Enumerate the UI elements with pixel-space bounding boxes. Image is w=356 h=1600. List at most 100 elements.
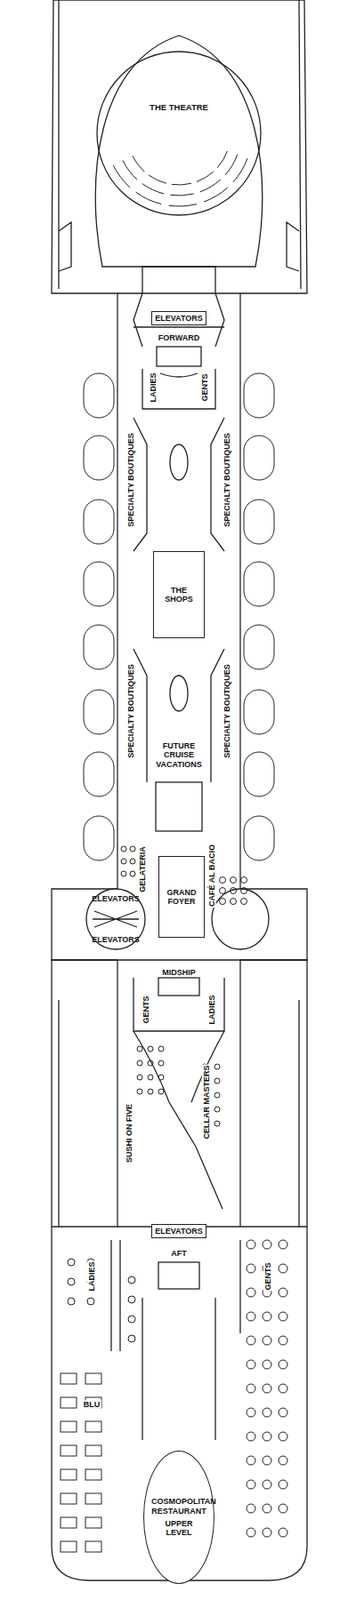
deck-detail xyxy=(246,1433,256,1443)
deck-detail xyxy=(60,1543,77,1554)
deck-detail xyxy=(230,889,237,896)
area-label: CAFÉ AL BACIO xyxy=(207,844,217,909)
area-label: GELATERIA xyxy=(137,846,147,894)
foyer-box: GRAND FOYER xyxy=(158,857,205,939)
deck-detail xyxy=(278,1361,288,1371)
elevator-box: ELEVATORS xyxy=(151,1225,207,1240)
deck-detail xyxy=(67,1299,75,1307)
deck-detail xyxy=(169,194,195,196)
deck-detail xyxy=(137,1076,143,1082)
deck-detail xyxy=(60,1519,77,1530)
deck-detail xyxy=(137,1090,143,1096)
deck-detail xyxy=(214,1122,220,1128)
deck-detail xyxy=(203,187,228,203)
deck-detail xyxy=(278,1409,288,1419)
deck-detail xyxy=(87,1299,95,1307)
deck-detail xyxy=(230,899,237,907)
deck-detail xyxy=(243,817,275,862)
deck-detail xyxy=(147,1076,154,1082)
deck-detail xyxy=(83,562,114,607)
deck-detail xyxy=(83,373,114,419)
deck-detail xyxy=(241,899,248,907)
deck-detail xyxy=(262,1529,272,1539)
deck-detail xyxy=(142,184,164,195)
deck-detail xyxy=(200,179,221,193)
area-label: FUTURE CRUISE VACATIONS xyxy=(149,742,209,770)
deck-detail xyxy=(246,1337,256,1347)
deck-detail xyxy=(278,1433,288,1443)
deck-detail xyxy=(147,1090,154,1096)
area-label: LADIES xyxy=(148,372,158,404)
deck-detail xyxy=(129,859,136,866)
deck-detail xyxy=(219,889,227,896)
area-name: THE SHOPS xyxy=(159,586,199,606)
deck-detail xyxy=(85,1543,102,1554)
deck-detail xyxy=(243,373,275,419)
deck-detail xyxy=(262,1409,272,1419)
deck-detail xyxy=(148,175,167,184)
deck-detail xyxy=(243,436,275,481)
deck-detail xyxy=(83,625,114,671)
deck-detail xyxy=(219,878,227,885)
elevator-lobby: ELEVATORS ELEVATORS xyxy=(86,890,146,951)
deck-detail xyxy=(262,1505,272,1515)
deck-detail xyxy=(214,1093,220,1100)
deck-detail xyxy=(137,1047,143,1053)
deck-detail xyxy=(246,1265,256,1275)
deck-detail xyxy=(85,1471,102,1482)
area-label: THE THEATRE xyxy=(148,103,210,114)
deck-detail xyxy=(246,1289,256,1299)
area-name: UPPER LEVEL xyxy=(151,1521,207,1540)
area-name: ELEVATORS xyxy=(154,314,203,324)
area-label: SPECIALTY BOUTIQUES xyxy=(222,432,232,529)
deck-detail xyxy=(158,1047,164,1053)
deck-detail xyxy=(246,1409,256,1419)
deck-detail xyxy=(129,847,136,853)
deck-detail xyxy=(278,1241,288,1251)
deck-detail xyxy=(147,1061,154,1068)
restaurant-oval: COSMOPOLITAN RESTAURANTUPPER LEVEL xyxy=(143,1452,215,1586)
deck-detail xyxy=(246,1361,256,1371)
deck-detail xyxy=(128,1317,136,1325)
deck-detail xyxy=(128,1278,136,1286)
area-name: ELEVATORS xyxy=(91,936,140,946)
deck-detail xyxy=(83,436,114,481)
deck-detail xyxy=(83,500,114,545)
deck-detail xyxy=(83,817,114,862)
deck-detail xyxy=(67,1279,75,1287)
deck-detail xyxy=(129,872,136,878)
deck-detail xyxy=(85,1519,102,1530)
deck-detail xyxy=(278,1265,288,1275)
deck-detail xyxy=(278,1529,288,1539)
area-label: CELLAR MASTERS xyxy=(202,1066,211,1142)
deck-detail xyxy=(262,1313,272,1323)
deck-detail xyxy=(169,204,197,207)
deck-detail xyxy=(158,1076,164,1082)
deck-detail xyxy=(214,1065,220,1071)
deck-detail xyxy=(278,1457,288,1467)
area-label: LADIES xyxy=(87,1262,97,1294)
shop-area: THE SHOPS xyxy=(153,551,205,640)
deck-detail xyxy=(262,1457,272,1467)
area-label: SPECIALTY BOUTIQUES xyxy=(126,432,136,529)
deck-detail xyxy=(262,1433,272,1443)
deck-detail xyxy=(246,1313,256,1323)
deck-detail xyxy=(241,889,248,896)
deck-detail xyxy=(262,1241,272,1251)
deck-detail xyxy=(83,752,114,798)
deck-detail xyxy=(128,1336,136,1344)
deck-detail xyxy=(262,1481,272,1491)
deck-detail xyxy=(262,1361,272,1371)
deck-detail xyxy=(132,155,145,172)
deck-detail xyxy=(246,1505,256,1515)
deck-detail xyxy=(217,151,227,169)
deck-detail xyxy=(214,1079,220,1085)
area-name: ELEVATORS xyxy=(91,895,140,905)
deck-detail xyxy=(243,752,275,798)
deck-detail xyxy=(128,1297,136,1305)
deck-detail xyxy=(60,1399,77,1410)
area-name: GRAND FOYER xyxy=(161,889,202,908)
deck-detail xyxy=(278,1313,288,1323)
deck-detail xyxy=(60,1495,77,1506)
